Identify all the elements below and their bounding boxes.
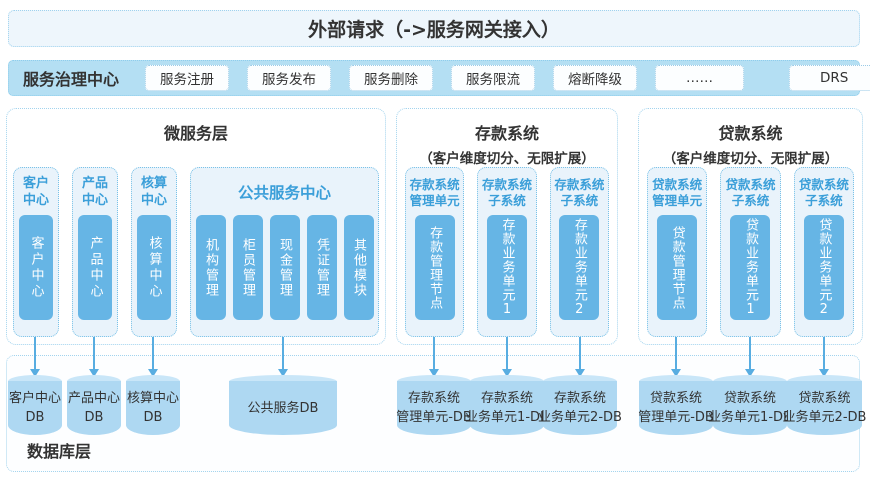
deposit-mgmt-unit-column: 存款系统 管理单元 存款管理节点: [405, 167, 465, 337]
deposit-subsystem1-column: 存款系统 子系统 存款业务单元1: [477, 167, 537, 337]
loan-system-title: 贷款系统: [718, 124, 783, 143]
microservice-columns: 客户 中心 客户中心 产品 中心 产品中心 核算 中心 核算中心 公共服务中心 …: [13, 167, 379, 337]
db-cylinder-body: [787, 381, 862, 435]
db-cylinder-body: [67, 381, 121, 435]
deposit-mgmt-node-bar: 存款管理节点: [414, 215, 455, 320]
loan-system-subtitle: （客户维度切分、无限扩展）: [662, 151, 839, 167]
chip-service-throttle: 服务限流: [451, 65, 536, 91]
other-modules-bar: 其他模块: [343, 215, 374, 320]
db-cylinder-loan-mgmt-unit: 贷款系统 管理单元-DB: [638, 375, 714, 435]
chip-service-delete: 服务删除: [349, 65, 434, 91]
public-service-center-header: 公共服务中心: [237, 183, 331, 202]
down-arrow-customer-db: [29, 337, 41, 377]
db-cylinder-body: [639, 381, 713, 435]
down-arrow-loan-unit1-db: [744, 337, 756, 377]
customer-center-header: 客户 中心: [22, 176, 49, 208]
customer-center-bar: 客户中心: [19, 215, 53, 320]
db-cylinder-body: [543, 381, 617, 435]
down-arrow-deposit-unit2-db: [574, 337, 586, 377]
deposit-subsystem2-header: 存款系统 子系统: [554, 176, 605, 208]
loan-subsystem2-column: 贷款系统 子系统 贷款业务单元2: [793, 167, 854, 337]
db-cylinder-label: 存款系统 管理单元-DB: [396, 391, 472, 425]
external-request-title: 外部请求（->服务网关接入）: [308, 19, 560, 41]
db-cylinder-loan-biz-unit2: 贷款系统 业务单元2-DB: [783, 375, 866, 435]
db-cylinder-body: [229, 381, 337, 435]
deposit-biz-unit1-bar: 存款业务单元1: [486, 215, 527, 320]
deposit-system-panel: 存款系统 （客户维度切分、无限扩展） 存款系统 管理单元 存款管理节点 存款系统…: [396, 108, 618, 345]
db-cylinder-product-center: 产品中心 DB: [67, 375, 121, 435]
deposit-biz-unit2-bar: 存款业务单元2: [559, 215, 600, 320]
microservice-layer-title: 微服务层: [163, 124, 228, 143]
chip-ellipsis: ……: [655, 65, 745, 91]
down-arrow-deposit-unit1-db: [501, 337, 513, 377]
db-cylinder-label: 贷款系统 业务单元1-DB: [708, 391, 792, 425]
db-cylinder-customer-center: 客户中心 DB: [8, 375, 62, 435]
loan-subsystem1-column: 贷款系统 子系统 贷款业务单元1: [720, 167, 781, 337]
db-cylinder-body: [126, 381, 180, 435]
accounting-center-bar: 核算中心: [137, 215, 171, 320]
product-center-header: 产品 中心: [81, 176, 108, 208]
accounting-center-header: 核算 中心: [140, 176, 167, 208]
teller-mgmt-bar: 柜员管理: [232, 215, 263, 320]
loan-subsystem1-header: 贷款系统 子系统: [725, 176, 776, 208]
voucher-mgmt-bar: 凭证管理: [306, 215, 337, 320]
down-arrow-accounting-db: [147, 337, 159, 377]
db-cylinder-loan-biz-unit1: 贷款系统 业务单元1-DB: [708, 375, 792, 435]
db-cylinder-deposit-mgmt-unit: 存款系统 管理单元-DB: [396, 375, 472, 435]
db-cylinder-label: 存款系统 业务单元2-DB: [538, 391, 622, 425]
deposit-columns: 存款系统 管理单元 存款管理节点 存款系统 子系统 存款业务单元1 存款系统 子…: [405, 167, 609, 337]
db-cylinder-public-service: 公共服务DB: [229, 375, 337, 435]
db-cylinder-deposit-biz-unit2: 存款系统 业务单元2-DB: [538, 375, 622, 435]
db-cylinder-label: 公共服务DB: [247, 400, 319, 416]
down-arrow-loan-mgmt-db: [670, 337, 682, 377]
loan-mgmt-unit-header: 贷款系统 管理单元: [652, 176, 703, 208]
public-service-bars: 机构管理 柜员管理 现金管理 凭证管理 其他模块: [195, 215, 374, 320]
chip-drs: DRS: [789, 65, 870, 91]
loan-biz-unit1-bar: 贷款业务单元1: [730, 215, 771, 320]
governance-label: 服务治理中心: [23, 70, 120, 89]
db-cylinder-label: 核算中心 DB: [126, 391, 180, 425]
down-arrow-deposit-mgmt-db: [428, 337, 440, 377]
db-cylinder-body: [397, 381, 471, 435]
accounting-center-column: 核算 中心 核算中心: [131, 167, 177, 337]
public-service-center-column: 公共服务中心 机构管理 柜员管理 现金管理 凭证管理 其他模块: [190, 167, 379, 337]
deposit-system-subtitle: （客户维度切分、无限扩展）: [419, 151, 595, 167]
db-cylinder-label: 客户中心 DB: [8, 391, 62, 425]
chip-circuit-break: 熔断降级: [553, 65, 638, 91]
db-cylinder-deposit-biz-unit1: 存款系统 业务单元1-DB: [465, 375, 549, 435]
org-mgmt-bar: 机构管理: [195, 215, 226, 320]
db-cylinder-label: 贷款系统 管理单元-DB: [638, 391, 714, 425]
down-arrow-loan-unit2-db: [818, 337, 830, 377]
loan-system-panel: 贷款系统 （客户维度切分、无限扩展） 贷款系统 管理单元 贷款管理节点 贷款系统…: [638, 108, 863, 345]
down-arrow-product-db: [88, 337, 100, 377]
loan-mgmt-unit-column: 贷款系统 管理单元 贷款管理节点: [647, 167, 708, 337]
db-cylinder-body: [8, 381, 62, 435]
deposit-subsystem1-header: 存款系统 子系统: [481, 176, 532, 208]
cash-mgmt-bar: 现金管理: [269, 215, 300, 320]
chip-service-register: 服务注册: [145, 65, 230, 91]
loan-subsystem2-header: 贷款系统 子系统: [798, 176, 849, 208]
loan-mgmt-node-bar: 贷款管理节点: [657, 215, 698, 320]
db-cylinder-label: 贷款系统 业务单元2-DB: [782, 391, 867, 425]
db-cylinder-accounting-center: 核算中心 DB: [126, 375, 180, 435]
product-center-column: 产品 中心 产品中心: [72, 167, 118, 337]
down-arrow-public-db: [277, 337, 289, 377]
db-cylinder-label: 存款系统 业务单元1-DB: [465, 391, 549, 425]
loan-columns: 贷款系统 管理单元 贷款管理节点 贷款系统 子系统 贷款业务单元1 贷款系统 子…: [647, 167, 854, 337]
deposit-mgmt-unit-header: 存款系统 管理单元: [409, 176, 460, 208]
db-cylinder-label: 产品中心 DB: [67, 391, 121, 425]
product-center-bar: 产品中心: [78, 215, 112, 320]
deposit-system-title: 存款系统: [474, 124, 539, 143]
db-cylinder-body: [713, 381, 787, 435]
deposit-subsystem2-column: 存款系统 子系统 存款业务单元2: [549, 167, 609, 337]
customer-center-column: 客户 中心 客户中心: [13, 167, 59, 337]
microservice-layer-panel: 微服务层 客户 中心 客户中心 产品 中心 产品中心 核算 中心 核算中心 公共…: [6, 108, 386, 345]
db-cylinder-body: [470, 381, 544, 435]
loan-biz-unit2-bar: 贷款业务单元2: [803, 215, 844, 320]
database-layer-label: 数据库层: [27, 442, 92, 461]
chip-service-publish: 服务发布: [247, 65, 332, 91]
external-request-banner: 外部请求（->服务网关接入）: [8, 10, 860, 47]
service-governance-bar: 服务治理中心 服务注册 服务发布 服务删除 服务限流 熔断降级 …… DRS: [8, 60, 870, 96]
